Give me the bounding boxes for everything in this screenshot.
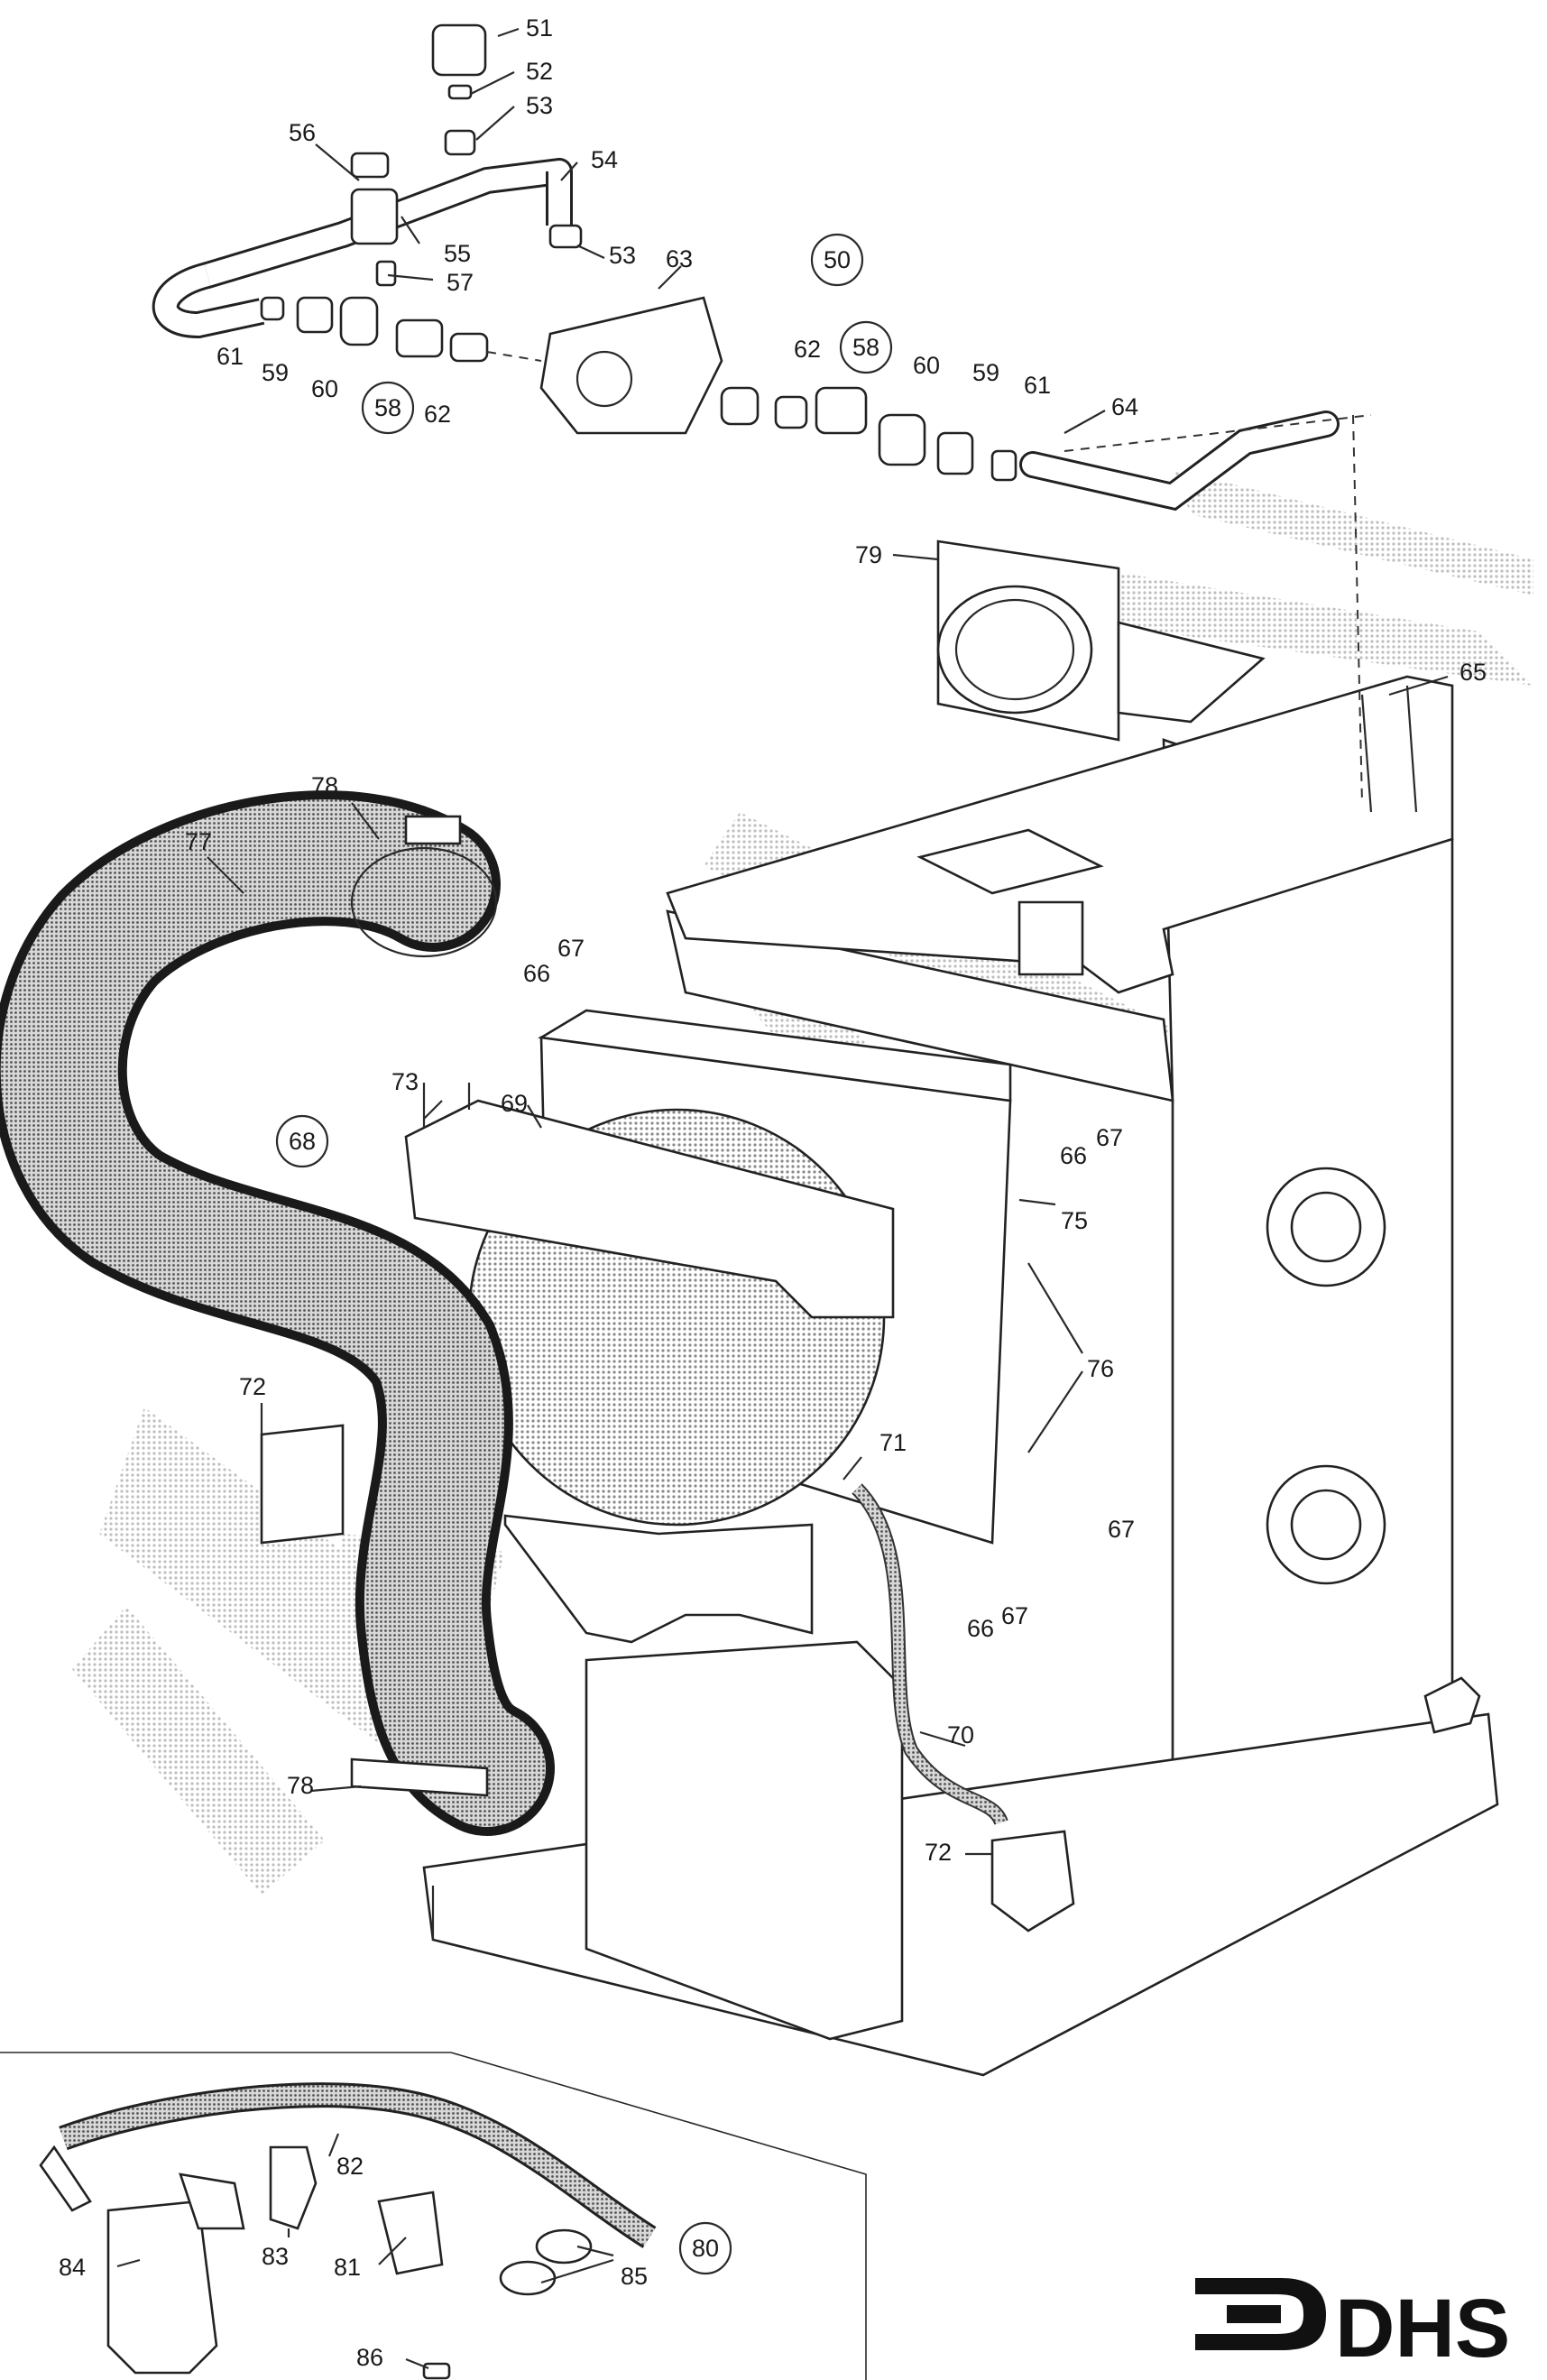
callout-67: 67 — [557, 935, 585, 962]
duct-bracket — [260, 1424, 345, 1545]
assembly-marker-80: 80 — [692, 2235, 719, 2262]
assembly-marker-50: 50 — [824, 246, 851, 273]
callout-86: 86 — [356, 2344, 383, 2371]
callout-60: 60 — [311, 375, 338, 402]
callout-56: 56 — [289, 119, 316, 146]
hose-clip-bottom — [350, 1757, 489, 1797]
callout-51: 51 — [526, 14, 553, 42]
callout-67: 67 — [1108, 1516, 1135, 1543]
callout-labels: 51 52 53 54 56 55 57 53 63 61 59 60 62 6… — [59, 14, 1487, 2371]
pump-assembly — [152, 23, 1372, 804]
callout-83: 83 — [262, 2243, 289, 2270]
callout-79: 79 — [855, 541, 882, 568]
callout-54: 54 — [591, 146, 618, 173]
callout-64: 64 — [1111, 393, 1138, 420]
logo-text: DHS — [1335, 2283, 1510, 2375]
callout-69: 69 — [501, 1090, 528, 1117]
callout-66: 66 — [1060, 1142, 1087, 1169]
callout-61: 61 — [1024, 372, 1051, 399]
callout-84: 84 — [59, 2254, 86, 2281]
callout-85: 85 — [621, 2263, 648, 2290]
flexible-hose — [852, 1483, 1075, 1933]
vessel-bracket-lower — [503, 1514, 814, 1644]
flue-duct — [0, 790, 555, 1836]
callout-78: 78 — [311, 772, 338, 799]
callout-52: 52 — [526, 58, 553, 85]
assembly-marker-68: 68 — [289, 1128, 316, 1155]
flue-plate — [936, 540, 1266, 742]
assembly-marker-58: 58 — [852, 334, 879, 361]
callout-77: 77 — [185, 828, 212, 855]
callout-66: 66 — [523, 960, 550, 987]
vessel-bracket-upper — [404, 1083, 895, 1319]
assembly-marker-58: 58 — [374, 394, 401, 421]
callout-63: 63 — [666, 245, 693, 272]
callout-76: 76 — [1087, 1355, 1114, 1382]
callout-72: 72 — [925, 1839, 952, 1866]
callout-53: 53 — [526, 92, 553, 119]
logo-mark-icon — [1195, 2278, 1326, 2350]
callout-67: 67 — [1096, 1124, 1123, 1151]
hose-clip-top — [350, 815, 498, 958]
accessory-inset — [0, 2052, 867, 2380]
callout-59: 59 — [972, 359, 999, 386]
lower-chamber — [585, 1640, 904, 2041]
callout-53: 53 — [609, 242, 636, 269]
callout-57: 57 — [447, 269, 474, 296]
callout-55: 55 — [444, 240, 471, 267]
callout-62: 62 — [794, 336, 821, 363]
callout-81: 81 — [334, 2254, 361, 2281]
callout-67: 67 — [1001, 1602, 1028, 1629]
callout-70: 70 — [947, 1721, 974, 1748]
callout-66: 66 — [967, 1615, 994, 1642]
callout-73: 73 — [391, 1068, 419, 1095]
callout-72: 72 — [239, 1373, 266, 1400]
dhs-logo: DHS — [1195, 2278, 1510, 2375]
callout-82: 82 — [336, 2153, 364, 2180]
callout-60: 60 — [913, 352, 940, 379]
callout-59: 59 — [262, 359, 289, 386]
callout-61: 61 — [216, 343, 244, 370]
callout-75: 75 — [1061, 1207, 1088, 1234]
callout-62: 62 — [424, 401, 451, 428]
callout-71: 71 — [879, 1429, 907, 1456]
assembly-markers: 50 58 58 68 80 — [275, 233, 893, 2275]
callout-78: 78 — [287, 1772, 314, 1799]
leader-lines — [116, 27, 1449, 2370]
callout-65: 65 — [1460, 659, 1487, 686]
top-tray — [666, 675, 1454, 994]
